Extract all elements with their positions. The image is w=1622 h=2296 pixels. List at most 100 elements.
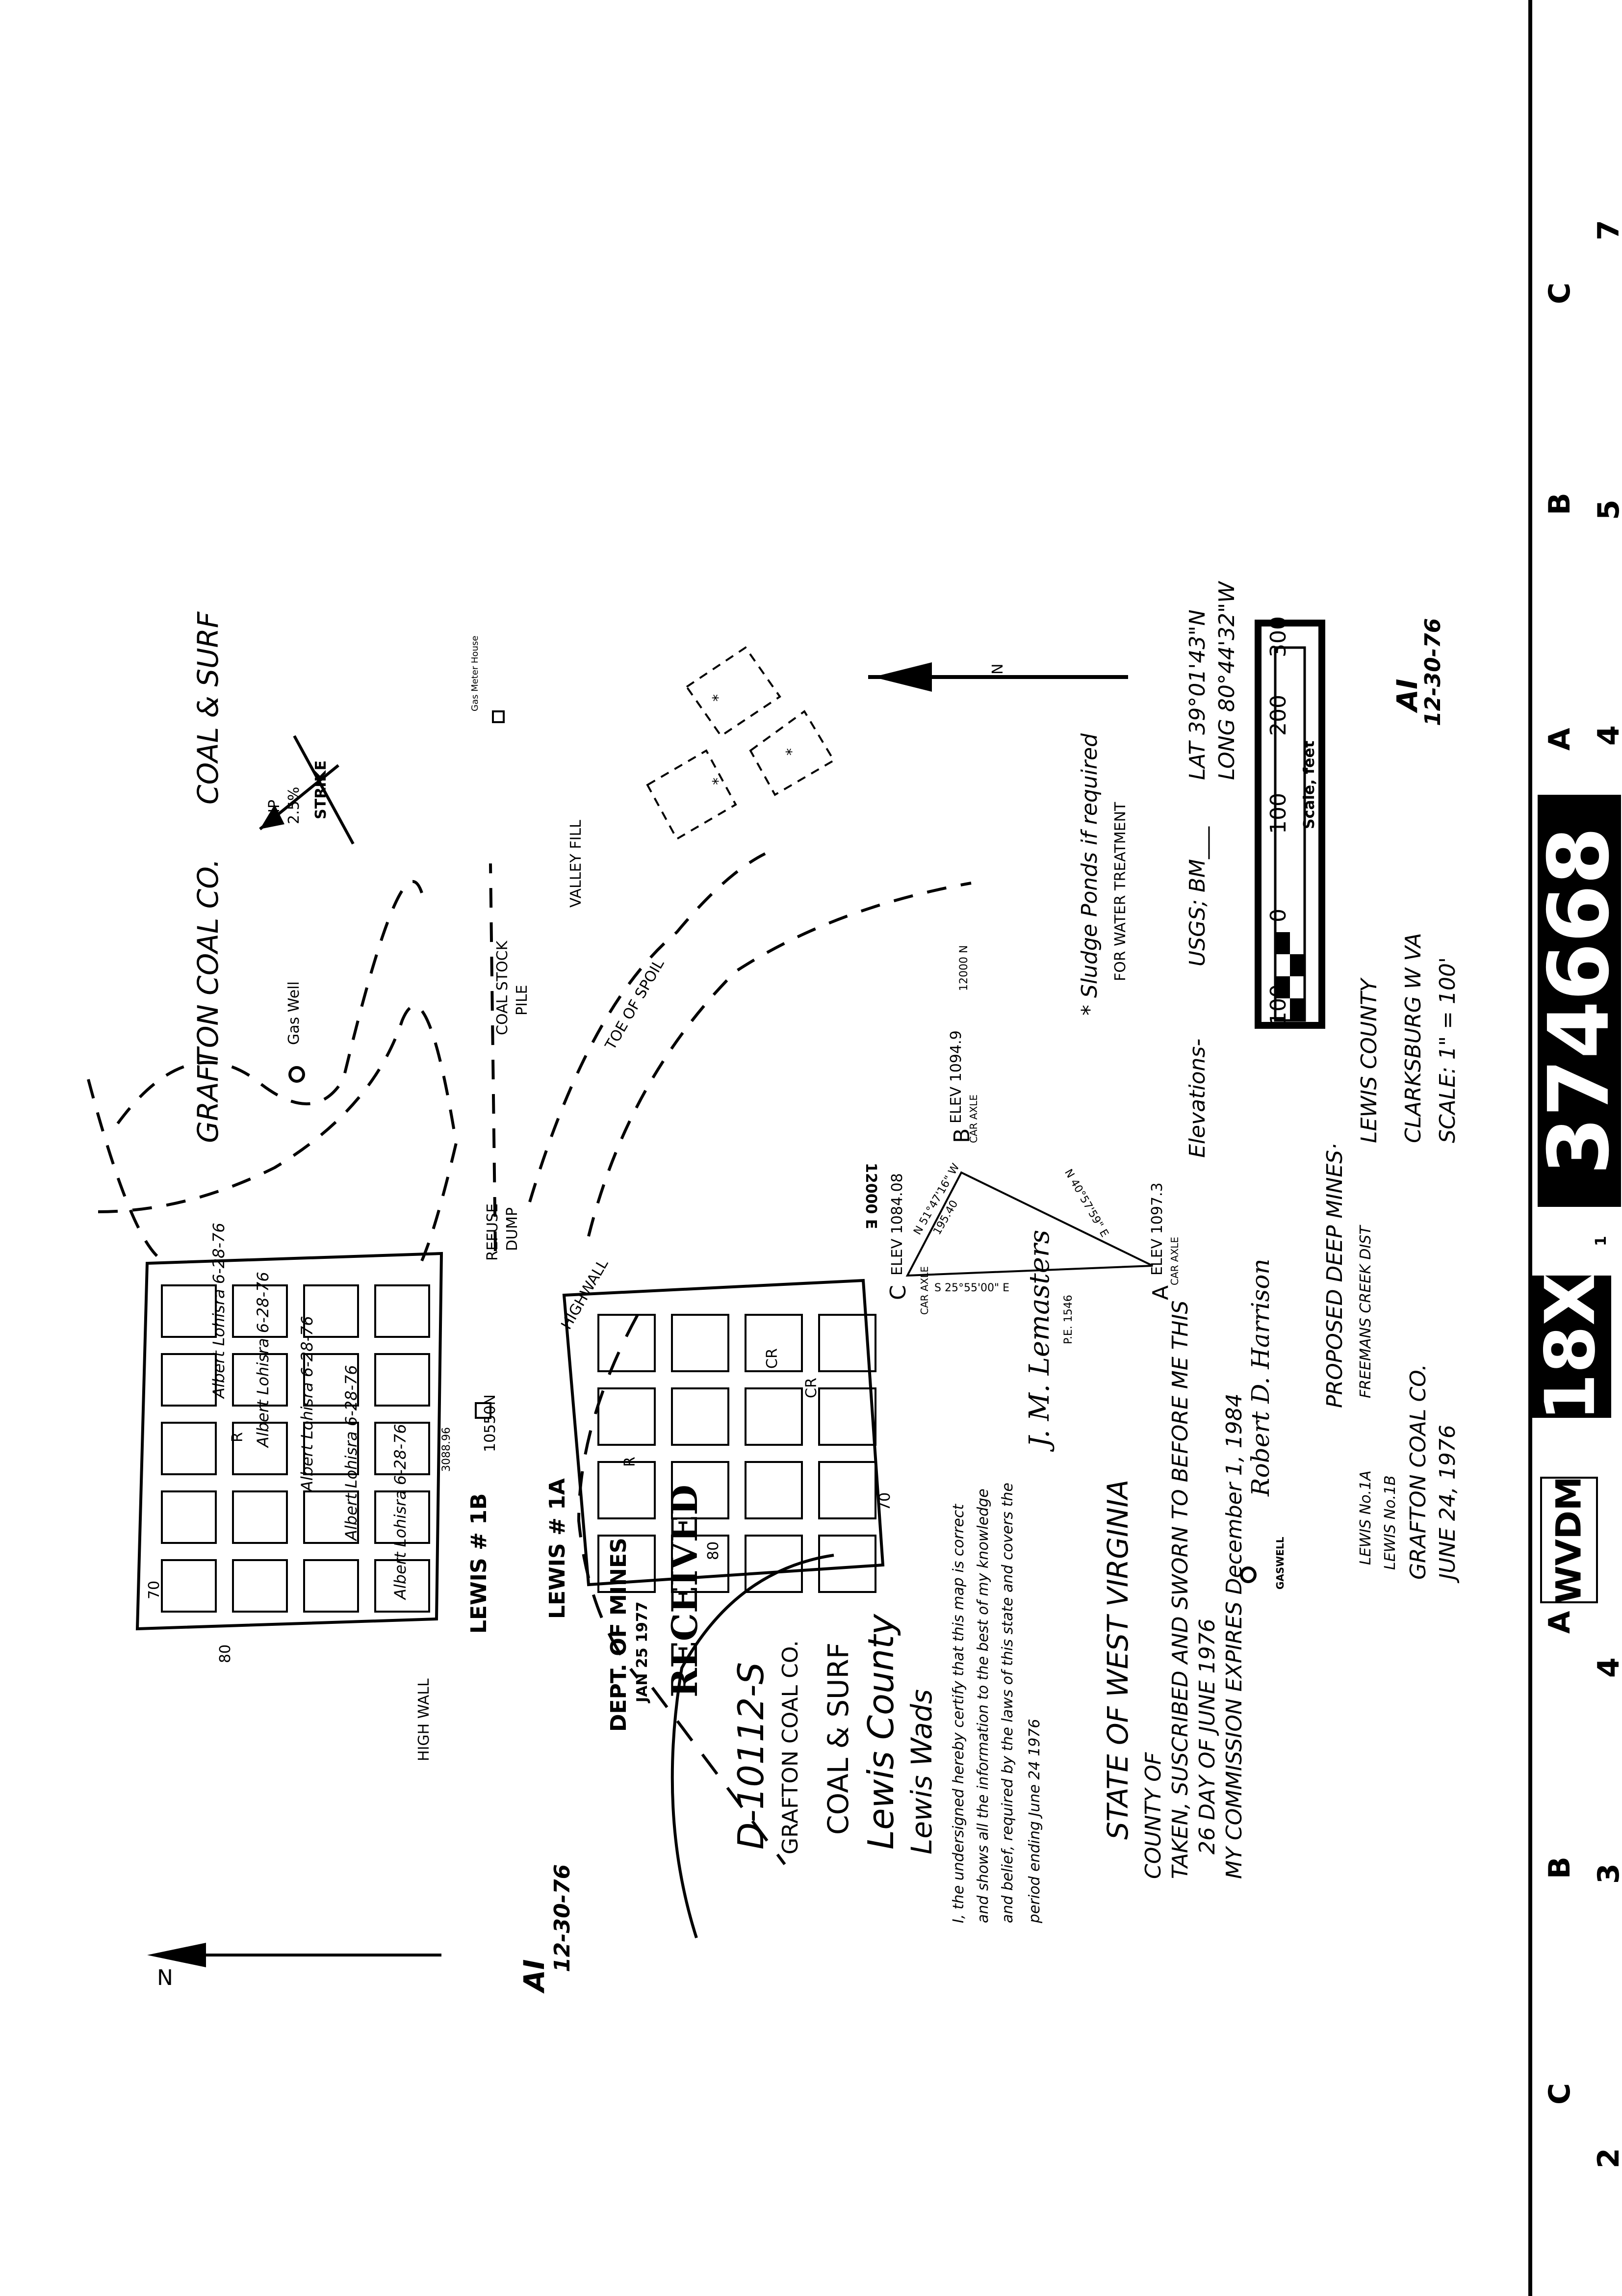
strip-letter: A	[1543, 728, 1577, 751]
coal-pillar	[745, 1461, 803, 1519]
coal-pile-boundary	[489, 863, 497, 1252]
high-wall-label: HIGH WALL	[415, 1678, 433, 1761]
title-city: CLARKSBURG W VA	[1401, 933, 1426, 1143]
coord-e: 3088.96	[440, 1427, 453, 1472]
valley-fill-line	[528, 852, 766, 1202]
certification-line: and belief, required by the laws of this…	[999, 1483, 1016, 1923]
scale-tick: 0	[1266, 909, 1291, 922]
coal-pillar	[374, 1284, 430, 1338]
coal-pillar	[303, 1490, 359, 1544]
strip-digit: 5	[1592, 499, 1622, 520]
gas-well-label: Gas Well	[285, 981, 303, 1045]
survey-a-elev: ELEV 1097.3	[1149, 1182, 1166, 1276]
certification-line: period ending June 24 1976	[1026, 1719, 1043, 1923]
survey-e-coord: 12000 E	[862, 1163, 879, 1229]
notary-signature: Robert D. Harrison	[1246, 1258, 1275, 1497]
strip-letter: B	[1543, 1856, 1577, 1879]
received-stamp: RECEIVED	[664, 1485, 705, 1697]
scale-bar-segment	[1275, 932, 1290, 954]
notary-county: COUNTY OF	[1141, 1752, 1166, 1879]
permit-number: D-10112-S	[730, 1662, 772, 1850]
coal-pillar	[303, 1353, 359, 1407]
strip-digit: 2	[1592, 2148, 1622, 2168]
coal-pillar	[818, 1314, 876, 1372]
coal-pillar	[232, 1559, 288, 1613]
coal-pillar	[374, 1559, 430, 1613]
strip-digit: 1	[1593, 1236, 1610, 1246]
notary-sworn: TAKEN, SUSCRIBED AND SWORN TO BEFORE ME …	[1168, 1300, 1193, 1879]
coal-pillar	[671, 1535, 729, 1593]
coal-pillar	[671, 1461, 729, 1519]
valley-fill-label: VALLEY FILL	[567, 820, 585, 908]
strip-letter: A	[1543, 1611, 1577, 1634]
scale-tick: 200	[1266, 695, 1291, 736]
coal-stock-pile-label-2: PILE	[514, 985, 531, 1016]
coord-n: 10550N	[482, 1394, 499, 1452]
mine-1b-label: LEWIS # 1B	[466, 1493, 491, 1634]
refuse-dump-label-2: DUMP	[504, 1207, 521, 1251]
permit-arc	[670, 1554, 834, 1938]
coal-pillar	[745, 1535, 803, 1593]
engineer-signature: J. M. Lemasters	[1024, 1229, 1056, 1447]
coal-pillar	[671, 1387, 729, 1446]
certification-line: I, the undersigned hereby certify that t…	[950, 1504, 967, 1923]
mine-pillars	[161, 1284, 876, 1613]
pillar-label: R	[229, 1432, 246, 1442]
initials-left: AI	[517, 1959, 551, 1992]
title-mine-a: LEWIS No.1A	[1357, 1470, 1374, 1565]
gas-meter-house-label: Gas Meter House	[470, 635, 480, 711]
latitude: LAT 39°01'43"N	[1185, 609, 1210, 781]
coal-pillar	[671, 1314, 729, 1372]
grid-note: Albert Lohisra 6-28-76	[342, 1365, 360, 1540]
pond-mark: *	[710, 694, 727, 702]
title-date: JUNE 24, 1976	[1435, 1425, 1460, 1580]
coal-pillar	[818, 1461, 876, 1519]
portal-icon	[475, 1402, 491, 1419]
permit-note: Lewis Wads	[905, 1689, 938, 1854]
coal-pillar	[303, 1422, 359, 1475]
survey-triangle	[905, 1171, 1153, 1277]
pillar-label: CR	[803, 1378, 820, 1398]
mine-1a-outline	[562, 1278, 885, 1587]
coal-pillar	[232, 1284, 288, 1338]
coal-pillar	[745, 1314, 803, 1372]
mine-1b-outline	[135, 1252, 443, 1631]
coal-pillar	[161, 1353, 217, 1407]
strike-label: STRIKE	[312, 760, 330, 819]
width-70-right: 70	[876, 1492, 894, 1511]
north-arrow-label: N	[989, 663, 1006, 675]
coal-pillar	[374, 1353, 430, 1407]
certification-line: and shows all the information to the bes…	[975, 1488, 992, 1923]
sludge-ponds	[646, 646, 835, 840]
strike-line	[293, 735, 355, 845]
coal-pillar	[232, 1353, 288, 1407]
sludge-note-2: FOR WATER TREATMENT	[1112, 802, 1129, 981]
permit-type: COAL & SURF	[822, 1642, 855, 1835]
company-type: COAL & SURF	[191, 611, 225, 805]
strip-letter: C	[1543, 282, 1577, 304]
initials-right-date: 12-30-76	[1420, 618, 1445, 726]
title-block-title: PROPOSED DEEP MINES·	[1322, 1143, 1347, 1408]
grid-note: Albert Lohisra 6-28-76	[209, 1223, 228, 1398]
refuse-dump-label-1: REFUSE	[484, 1203, 501, 1261]
toe-of-spoil-line	[587, 882, 972, 1237]
pond-mark: *	[710, 778, 727, 785]
coal-pillar	[161, 1422, 217, 1475]
elevations-label: Elevations-	[1185, 1038, 1210, 1158]
dip-value: 2.5%	[285, 786, 303, 824]
highwall-line	[577, 1314, 786, 1865]
initials-left-date: 12-30-76	[550, 1864, 575, 1972]
notary-commission: MY COMMISSION EXPIRES December 1, 1984	[1222, 1393, 1247, 1879]
title-company: GRAFTON COAL CO.	[1406, 1364, 1431, 1580]
survey-c-note: CAR AXLE	[919, 1266, 930, 1315]
coal-pillar	[597, 1535, 656, 1593]
film-agency-box: WVDM	[1540, 1476, 1598, 1604]
width-80-right: 80	[705, 1541, 722, 1560]
pillar-label: R	[621, 1457, 639, 1467]
pond-mark: *	[783, 748, 800, 756]
strip-digit: 4	[1592, 725, 1622, 746]
film-code-box: 18X	[1530, 1273, 1611, 1421]
scale-bar-body	[1274, 646, 1306, 1022]
gas-well-icon	[288, 1066, 305, 1083]
